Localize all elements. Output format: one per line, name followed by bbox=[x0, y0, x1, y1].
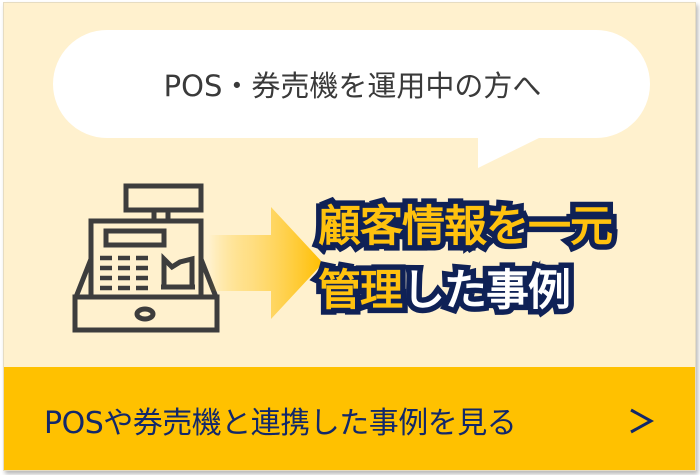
headline-line-1-highlight: 顧客情報を一元 bbox=[313, 197, 619, 258]
headline-line-2-rest: した事例 bbox=[397, 261, 577, 322]
headline: 顧客情報を一元 管理した事例 bbox=[313, 195, 678, 323]
arrow-right-icon bbox=[209, 207, 323, 319]
bubble-text: POS・券売機を運用中の方へ bbox=[163, 69, 542, 103]
speech-bubble-tail bbox=[478, 137, 541, 168]
speech-bubble: POS・券売機を運用中の方へ bbox=[53, 30, 650, 138]
cash-register-icon bbox=[72, 183, 220, 333]
view-cases-label: POSや券売機と連携した事例を見る bbox=[44, 406, 517, 441]
headline-line-2-highlight: 管理 bbox=[313, 261, 409, 322]
view-cases-button[interactable]: POSや券売機と連携した事例を見る bbox=[4, 367, 695, 470]
headline-line-1: 顧客情報を一元 bbox=[313, 195, 678, 259]
case-study-banner[interactable]: POS・券売機を運用中の方へ bbox=[3, 2, 696, 471]
headline-line-2: 管理した事例 bbox=[313, 259, 678, 323]
chevron-right-icon bbox=[630, 408, 654, 434]
